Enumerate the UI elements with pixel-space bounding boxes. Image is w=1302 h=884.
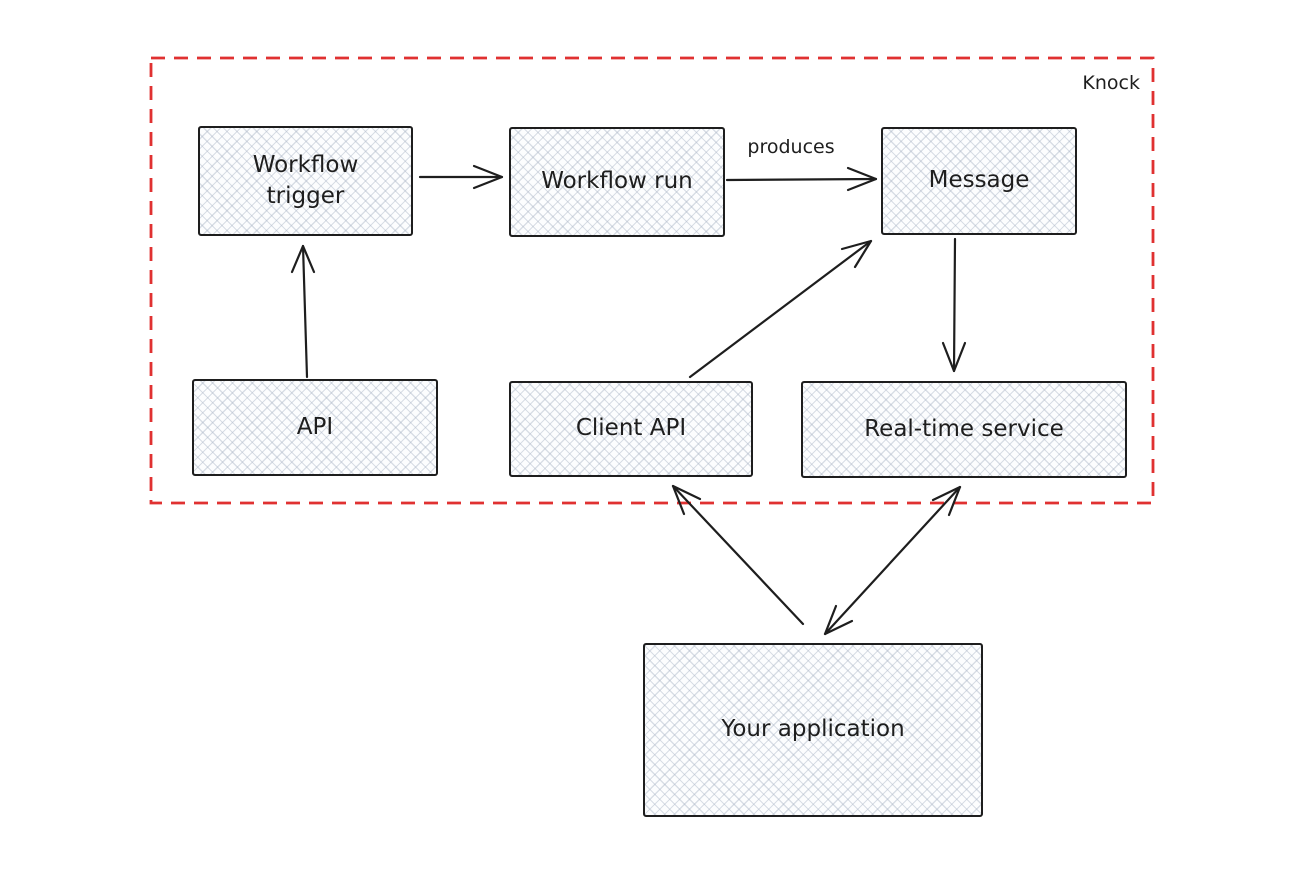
node-realtime-service-label: Real-time service [864, 415, 1064, 442]
arrow-api-to-workflow-trigger [290, 244, 316, 379]
node-realtime-service: Real-time service [801, 381, 1127, 478]
produces-edge-label: produces [747, 136, 835, 158]
node-client-api-label: Client API [575, 415, 687, 442]
knock-boundary-label: Knock [1082, 72, 1140, 94]
node-api-label: API [296, 413, 334, 440]
node-api: API [192, 379, 438, 476]
arrow-your-application-to-client-api [671, 484, 805, 626]
node-message: Message [881, 127, 1077, 235]
node-workflow-run-label: Workflow run [541, 168, 693, 195]
knock-boundary-rect [149, 56, 1155, 505]
arrow-workflow-trigger-to-workflow-run [418, 164, 504, 190]
arrow-client-api-to-message [688, 239, 873, 379]
arrow-workflow-run-to-message [725, 166, 878, 192]
node-your-application: Your application [643, 643, 983, 817]
arrow-message-to-realtime-service [941, 237, 967, 373]
node-message-label: Message [928, 167, 1030, 194]
node-workflow-run: Workflow run [509, 127, 725, 237]
arrow-your-application-realtime-service-bidirectional [823, 485, 962, 636]
node-your-application-label: Your application [721, 716, 905, 743]
node-client-api: Client API [509, 381, 753, 477]
node-workflow-trigger: Workflow trigger [198, 126, 413, 236]
node-workflow-trigger-label: Workflow trigger [252, 151, 359, 209]
